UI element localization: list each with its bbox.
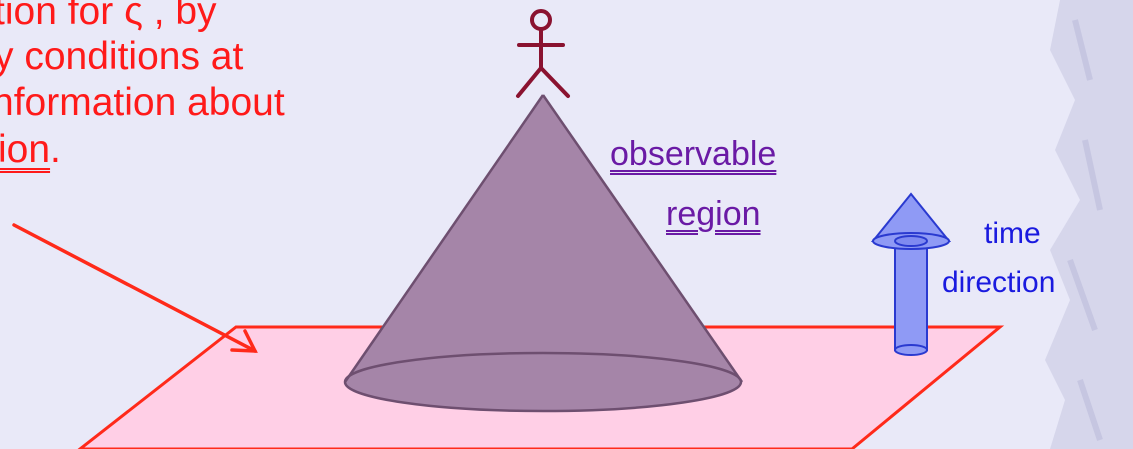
stick-figure-icon: [516, 9, 570, 98]
explanation-region-link: ion: [0, 128, 51, 171]
time-label-line-1: time: [984, 217, 1041, 250]
explanation-line-2: y conditions at: [0, 35, 244, 78]
observable-label-line-1: observable: [610, 135, 777, 173]
red-arrow-icon: [12, 223, 258, 353]
observable-label-line-2: region: [666, 195, 761, 233]
explanation-line-4: ion.: [0, 130, 61, 169]
explanation-line-3: nformation about: [0, 81, 285, 124]
observable-cone: [343, 94, 744, 413]
explanation-period: .: [50, 128, 61, 171]
time-label-line-2: direction: [942, 266, 1056, 299]
explanation-line-1: tion for ς , by: [0, 0, 217, 33]
textured-border: [1045, 0, 1133, 449]
up-arrow-icon: [870, 192, 952, 356]
